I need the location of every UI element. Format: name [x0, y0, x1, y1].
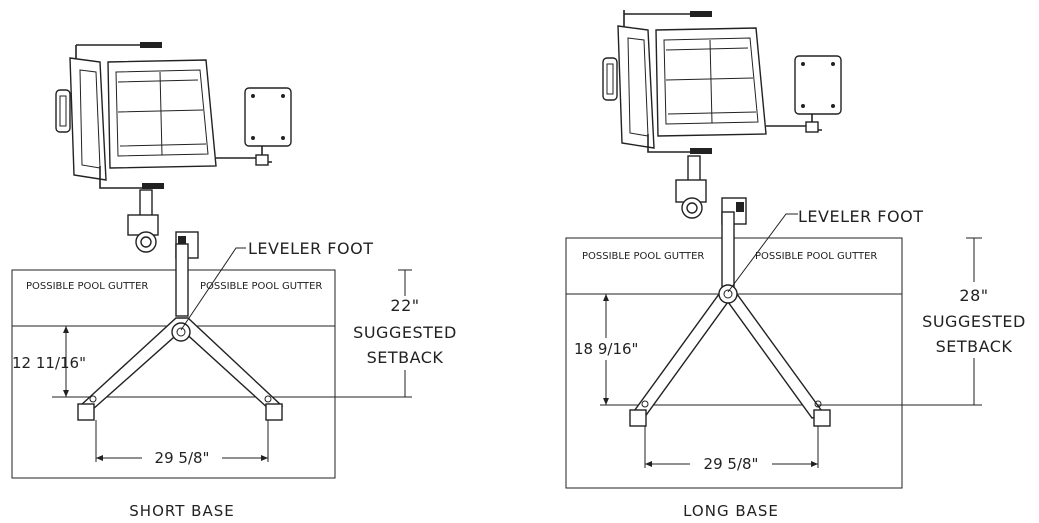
- long-gutter-left-label: POSSIBLE POOL GUTTER: [582, 251, 704, 262]
- short-setback-value: 22": [390, 296, 419, 315]
- long-caption: LONG BASE: [683, 502, 779, 520]
- long-base-drawing: POSSIBLE POOL GUTTER POSSIBLE POOL GUTTE…: [565, 10, 1034, 520]
- long-base-frame: [629, 211, 831, 427]
- short-chair-body: [55, 42, 292, 259]
- long-chair-body: [602, 10, 842, 225]
- short-base-frame: [77, 243, 284, 421]
- short-leveler-label: LEVELER FOOT: [248, 239, 373, 258]
- long-leveler-leader: [727, 213, 798, 293]
- short-deck-outline: [11, 269, 336, 479]
- long-gutter-right-label: POSSIBLE POOL GUTTER: [755, 251, 877, 262]
- long-setback-value: 28": [959, 286, 988, 305]
- short-setback-line2: SETBACK: [367, 348, 444, 367]
- short-setback-line1: SUGGESTED: [353, 323, 457, 342]
- long-setback-line2: SETBACK: [936, 337, 1013, 356]
- short-caption: SHORT BASE: [129, 502, 234, 520]
- short-depth-label: 12 11/16": [12, 354, 86, 372]
- short-gutter-right-label: POSSIBLE POOL GUTTER: [200, 281, 322, 292]
- short-leveler-leader: [180, 247, 246, 331]
- long-depth-label: 18 9/16": [574, 340, 638, 358]
- long-width-label: 29 5/8": [704, 455, 759, 473]
- short-base-drawing: POSSIBLE POOL GUTTER POSSIBLE POOL GUTTE…: [11, 42, 460, 520]
- short-width-label: 29 5/8": [155, 449, 210, 467]
- long-setback-line1: SUGGESTED: [922, 312, 1026, 331]
- short-gutter-left-label: POSSIBLE POOL GUTTER: [26, 281, 148, 292]
- long-leveler-label: LEVELER FOOT: [798, 207, 923, 226]
